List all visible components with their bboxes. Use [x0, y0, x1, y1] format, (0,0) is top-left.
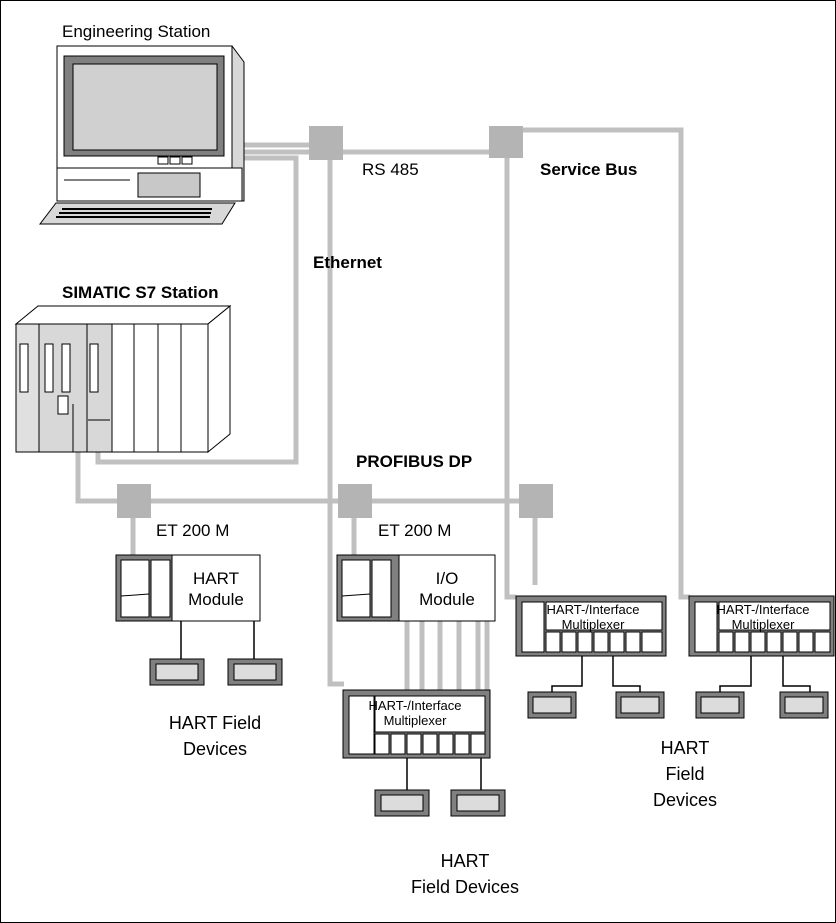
field-right-line2: Field — [665, 764, 705, 784]
field-devices-mid-label: HART Field Devices — [375, 848, 555, 900]
mux-r2-icon — [688, 595, 835, 657]
io-module-label: I/O Module — [399, 568, 495, 610]
ethernet-line — [244, 142, 344, 687]
hart-module-label: HART Module — [172, 568, 260, 610]
mux-field-lines — [406, 656, 811, 790]
engineering-station-label: Engineering Station — [62, 22, 211, 41]
s7-rack-icon — [14, 304, 232, 454]
hart-module-line2: Module — [188, 590, 244, 609]
field-device — [527, 691, 577, 719]
pc-icon — [38, 45, 245, 225]
field-devices-right-label: HART Field Devices — [640, 735, 730, 813]
service-bus-label: Service Bus — [540, 160, 638, 179]
field-devices-left-label: HART Field Devices — [140, 710, 290, 762]
io-to-mux-lines — [404, 620, 490, 690]
io-module-line2: Module — [419, 590, 475, 609]
field-device — [450, 789, 506, 817]
rs485-line — [244, 127, 690, 600]
mux-r1-icon — [515, 595, 667, 657]
field-left-line2: Devices — [182, 739, 248, 759]
field-device — [695, 691, 745, 719]
profibus-dp-label: PROFIBUS DP — [356, 452, 473, 471]
profibus-line — [75, 452, 535, 504]
mux-r1-label: HART-/Interface Multiplexer — [520, 602, 666, 632]
rs485-label: RS 485 — [362, 160, 419, 179]
mux-r2-line1: HART-/Interface — [716, 602, 810, 617]
rs485-node-left — [309, 126, 343, 160]
mux-r1-line2: Multiplexer — [561, 617, 625, 632]
field-right-line3: Devices — [652, 790, 718, 810]
field-right-line1: HART — [660, 738, 710, 758]
profibus-node-left — [117, 484, 151, 518]
field-devices — [149, 658, 829, 817]
ethernet-label: Ethernet — [313, 253, 382, 272]
et200m-left-label: ET 200 M — [156, 521, 230, 540]
et200m-mid-icon — [336, 554, 496, 622]
simatic-station-label: SIMATIC S7 Station — [62, 283, 219, 302]
mux-mid-label: HART-/Interface Multiplexer — [345, 698, 485, 728]
mux-r1-line1: HART-/Interface — [546, 602, 640, 617]
field-device — [227, 658, 283, 686]
rs485-node-right — [489, 126, 523, 158]
service-bus-mux-line — [504, 150, 516, 600]
field-device — [374, 789, 430, 817]
mux-mid-icon — [342, 689, 491, 759]
field-mid-line1: HART — [440, 851, 490, 871]
mux-mid-line1: HART-/Interface — [368, 698, 462, 713]
et200m-mid-label: ET 200 M — [378, 521, 452, 540]
profibus-node-right — [519, 484, 553, 518]
io-module-line1: I/O — [435, 569, 459, 588]
field-mid-line2: Field Devices — [410, 877, 520, 897]
bus-nodes — [117, 126, 553, 518]
service-bus-line — [95, 155, 299, 465]
field-device — [779, 691, 829, 719]
mux-mid-line2: Multiplexer — [383, 713, 447, 728]
field-device — [615, 691, 665, 719]
bus-lines — [75, 127, 690, 690]
hart-module-line1: HART — [193, 569, 239, 588]
field-device — [149, 658, 205, 686]
mux-r2-label: HART-/Interface Multiplexer — [692, 602, 834, 632]
profibus-node-mid — [338, 484, 372, 518]
et200m-left-icon — [115, 554, 261, 622]
field-left-line1: HART Field — [168, 713, 262, 733]
mux-r2-line2: Multiplexer — [731, 617, 795, 632]
left-field-lines — [180, 621, 255, 659]
